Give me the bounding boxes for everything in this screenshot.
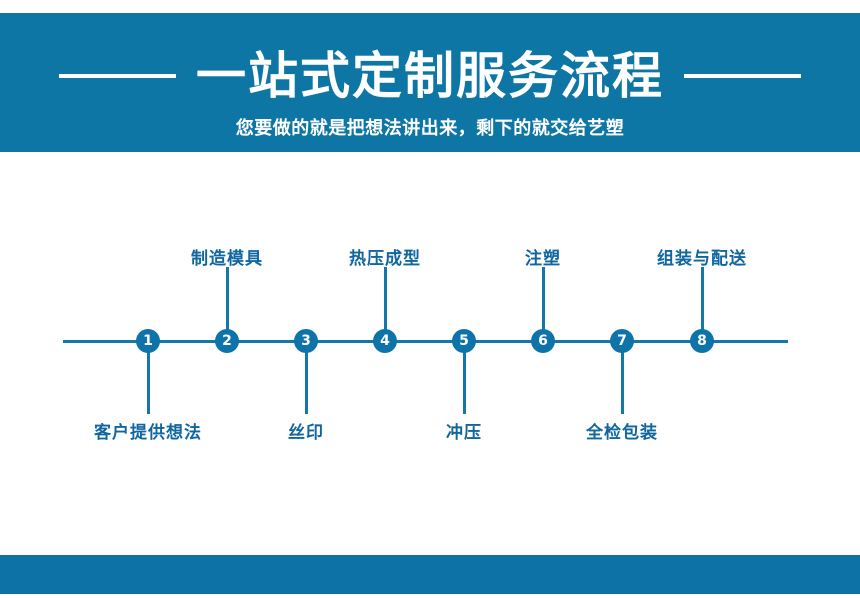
footer-band: [0, 555, 860, 594]
timeline-axis: [63, 340, 788, 343]
step-connector: [462, 341, 466, 414]
step-connector: [383, 267, 387, 341]
step-connector: [304, 341, 308, 414]
step-label: 热压成型: [349, 249, 421, 269]
title-right-dash-icon: [684, 74, 801, 78]
step-label: 注塑: [525, 249, 561, 269]
step-connector: [700, 267, 704, 341]
step-number-badge: 4: [373, 329, 397, 353]
step-label: 客户提供想法: [94, 423, 202, 443]
step-number-badge: 5: [452, 329, 476, 353]
step-number-badge: 1: [136, 329, 160, 353]
step-connector: [146, 341, 150, 414]
title-left-dash-icon: [59, 74, 176, 78]
title-row: 一站式定制服务流程: [0, 51, 860, 101]
step-label: 冲压: [446, 423, 482, 443]
step-connector: [620, 341, 624, 414]
step-number-badge: 3: [294, 329, 318, 353]
step-number-badge: 6: [531, 329, 555, 353]
step-label: 制造模具: [191, 249, 263, 269]
page-title: 一站式定制服务流程: [196, 47, 664, 105]
step-connector: [225, 267, 229, 341]
step-number-badge: 8: [690, 329, 714, 353]
step-label: 组装与配送: [657, 249, 747, 269]
page-subtitle: 您要做的就是把想法讲出来，剩下的就交给艺塑: [235, 118, 625, 139]
step-number-badge: 7: [610, 329, 634, 353]
step-number-badge: 2: [215, 329, 239, 353]
header-band: 一站式定制服务流程 您要做的就是把想法讲出来，剩下的就交给艺塑: [0, 13, 860, 152]
step-label: 丝印: [288, 423, 324, 443]
step-connector: [541, 267, 545, 341]
step-label: 全检包装: [586, 423, 658, 443]
